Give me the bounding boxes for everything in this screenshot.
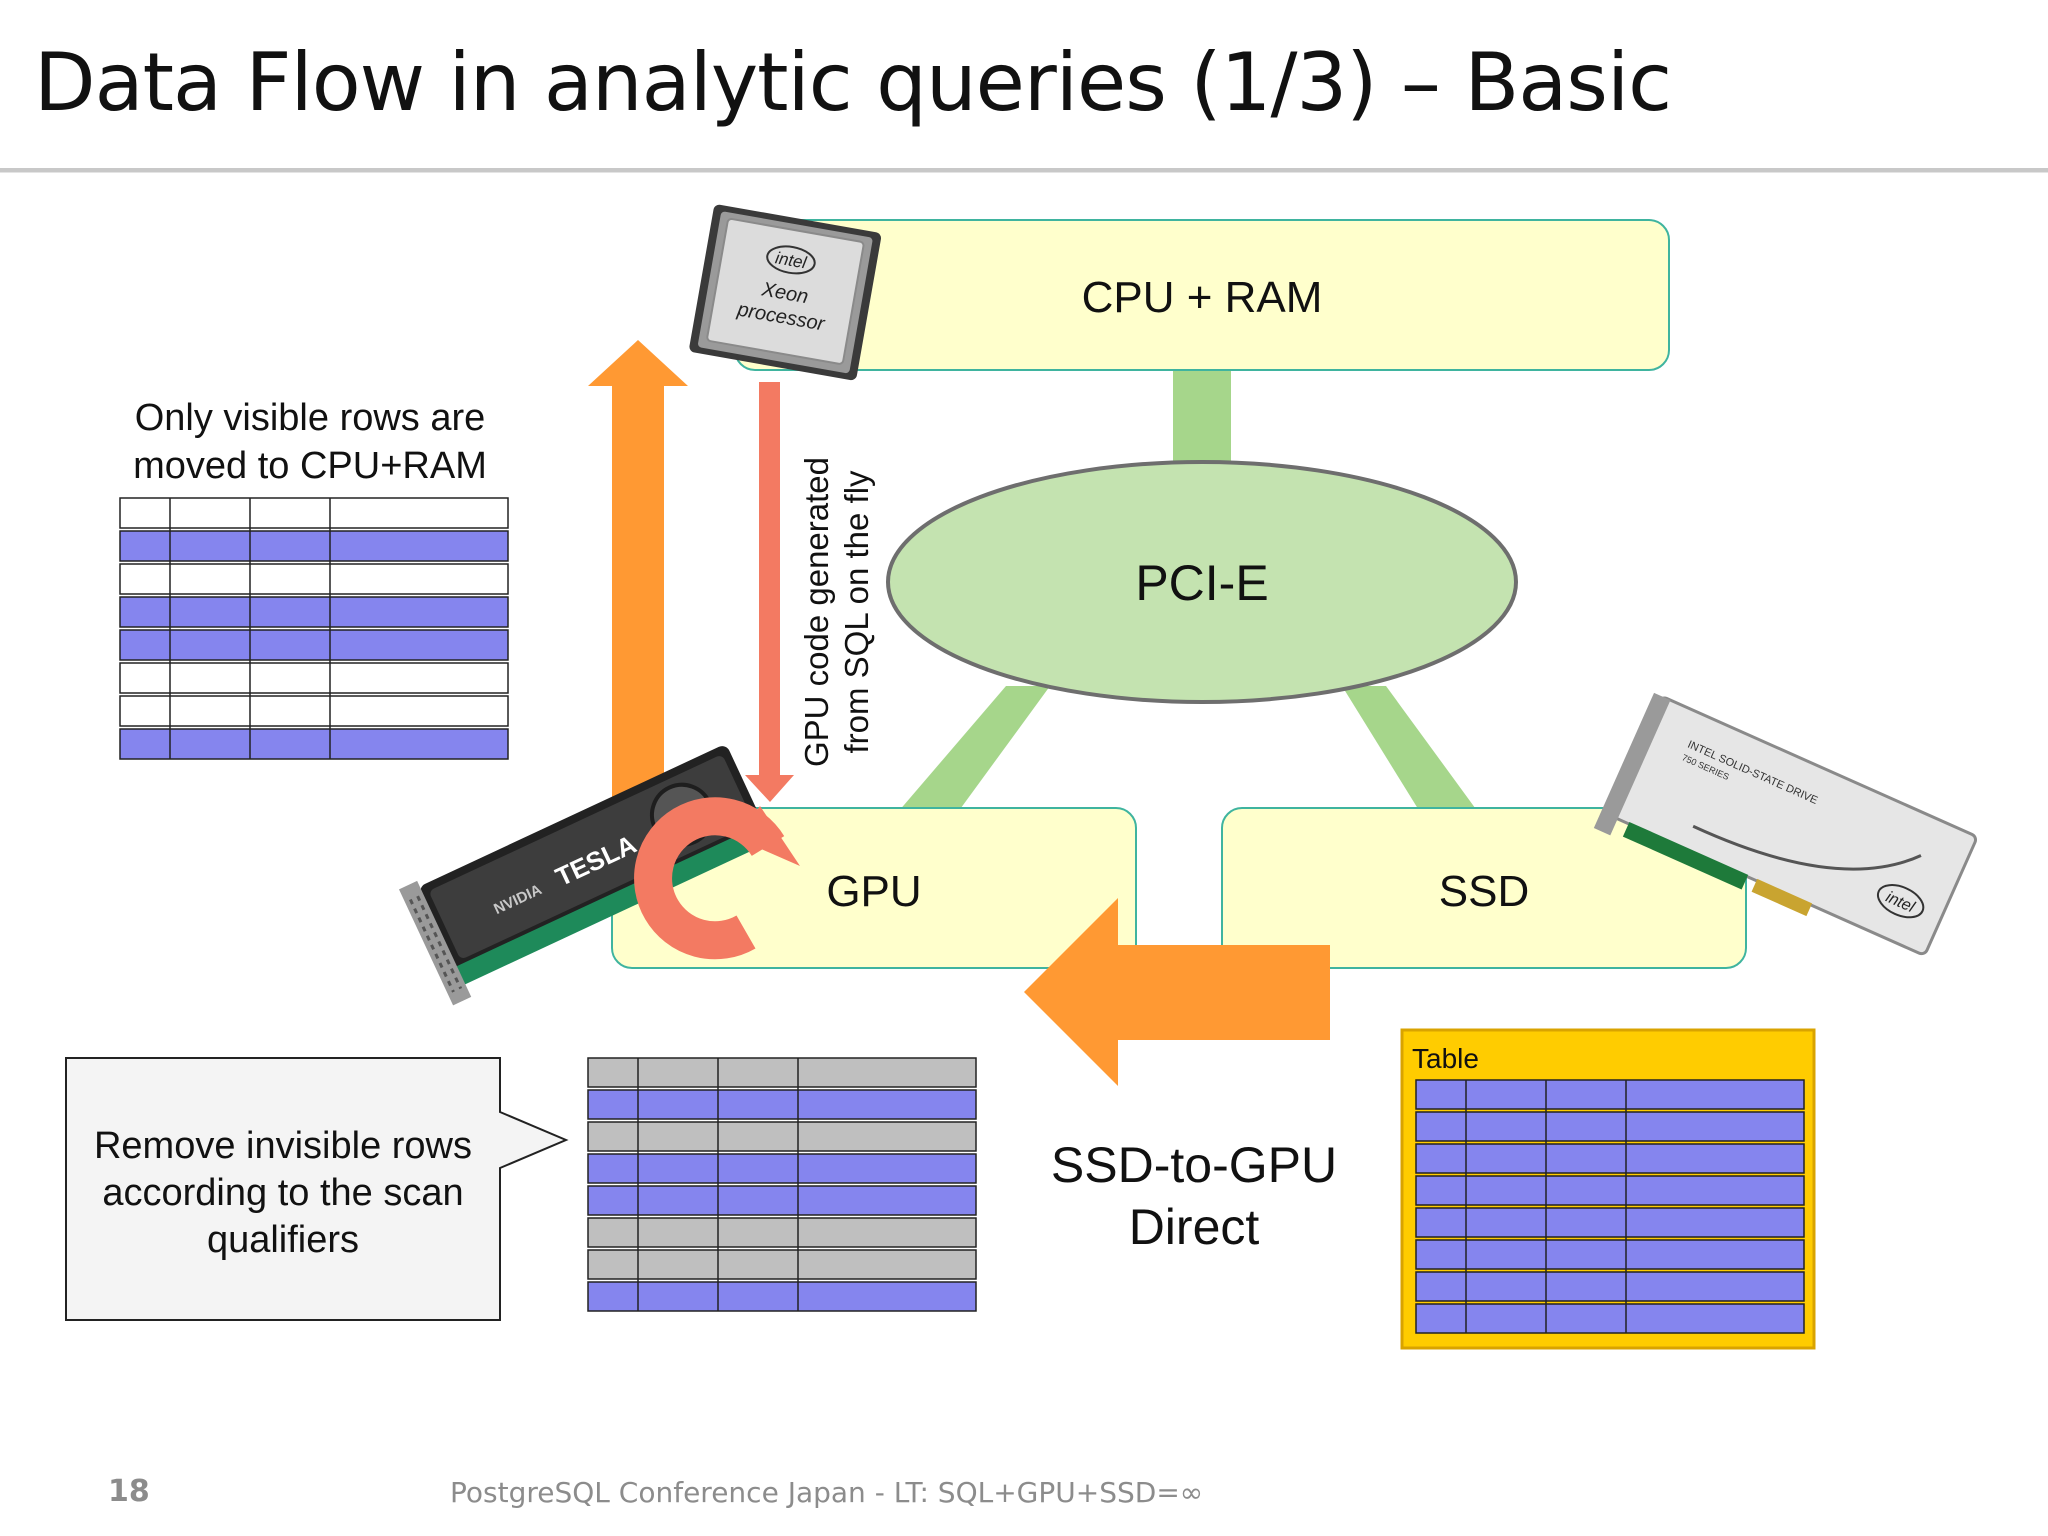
table-row-blue xyxy=(1415,1271,1805,1302)
ssd-label: SSD xyxy=(1439,867,1529,916)
link-cpu-pcie xyxy=(1173,370,1231,462)
link-pcie-gpu xyxy=(898,686,1050,812)
upward-transfer-arrow xyxy=(588,340,688,800)
page-number: 18 xyxy=(108,1474,150,1509)
table-row-blue xyxy=(1415,1079,1805,1110)
table-row-blue xyxy=(119,596,509,628)
intel-ssd-card: INTEL SOLID-STATE DRIVE 750 SERIES intel xyxy=(1593,692,1978,956)
table-row-gray xyxy=(587,1217,977,1248)
callout-line1: Remove invisible rows xyxy=(94,1125,472,1167)
pcie-ellipse xyxy=(886,460,1518,704)
gpu-code-arrow xyxy=(745,382,794,802)
table-row-empty xyxy=(119,497,509,529)
footer-text: PostgreSQL Conference Japan - LT: SQL+GP… xyxy=(450,1476,1204,1509)
table-row-blue xyxy=(587,1089,977,1120)
ssd-intel-logo-icon xyxy=(1876,884,1925,919)
ssd-node: SSD xyxy=(1221,807,1747,969)
table-row-blue xyxy=(1415,1207,1805,1238)
table-row-gray xyxy=(587,1249,977,1280)
table-row-blue xyxy=(1415,1143,1805,1174)
source-table-grid xyxy=(1415,1079,1805,1334)
visible-rows-table xyxy=(119,497,509,760)
table-row-gray xyxy=(587,1057,977,1088)
scan-qualifier-callout: Remove invisible rows according to the s… xyxy=(65,1057,569,1321)
title-divider xyxy=(0,168,2048,173)
ssd-box xyxy=(1221,807,1747,969)
gpu-code-caption: GPU code generated from SQL on the fly xyxy=(798,457,875,767)
table-row-blue xyxy=(1415,1239,1805,1270)
visible-rows-caption-line1: Only visible rows are xyxy=(135,397,486,439)
table-row-blue xyxy=(119,629,509,661)
xeon-processor-chip: intel Xeon processor xyxy=(689,204,882,381)
pcie-label: PCI-E xyxy=(1135,555,1268,611)
table-row-empty xyxy=(119,695,509,727)
filtered-rows-table xyxy=(587,1057,977,1312)
table-row-empty xyxy=(119,563,509,595)
gpu-label: GPU xyxy=(826,867,921,916)
ssd-to-gpu-arrow xyxy=(1024,898,1330,1086)
table-row-gray xyxy=(587,1121,977,1152)
pcie-node: PCI-E xyxy=(886,460,1518,704)
callout-line2: according to the scan xyxy=(102,1172,463,1214)
table-row-blue xyxy=(587,1185,977,1216)
gpu-code-caption-line2: from SQL on the fly xyxy=(838,470,875,754)
table-row-blue xyxy=(119,728,509,760)
gpu-processing-cycle-icon xyxy=(634,797,800,960)
ssd-to-gpu-caption-line2: Direct xyxy=(1129,1199,1260,1255)
table-row-empty xyxy=(119,662,509,694)
callout-line3: qualifiers xyxy=(207,1219,359,1261)
table-row-blue xyxy=(587,1153,977,1184)
slide-title: Data Flow in analytic queries (1/3) – Ba… xyxy=(34,36,1672,129)
table-row-blue xyxy=(1415,1303,1805,1334)
gpu-code-caption-line1: GPU code generated xyxy=(798,457,835,767)
table-row-blue xyxy=(119,530,509,562)
link-pcie-ssd xyxy=(1342,686,1478,812)
source-table: Table xyxy=(1400,1028,1816,1350)
cpu-ram-label: CPU + RAM xyxy=(1082,273,1323,322)
ssd-to-gpu-caption-line1: SSD-to-GPU xyxy=(1051,1137,1337,1193)
table-row-blue xyxy=(1415,1111,1805,1142)
table-row-blue xyxy=(587,1281,977,1312)
intel-logo-icon xyxy=(766,245,816,275)
visible-rows-caption-line2: moved to CPU+RAM xyxy=(133,445,487,487)
source-table-label: Table xyxy=(1412,1043,1479,1074)
callout-shape xyxy=(65,1057,569,1321)
table-row-blue xyxy=(1415,1175,1805,1206)
